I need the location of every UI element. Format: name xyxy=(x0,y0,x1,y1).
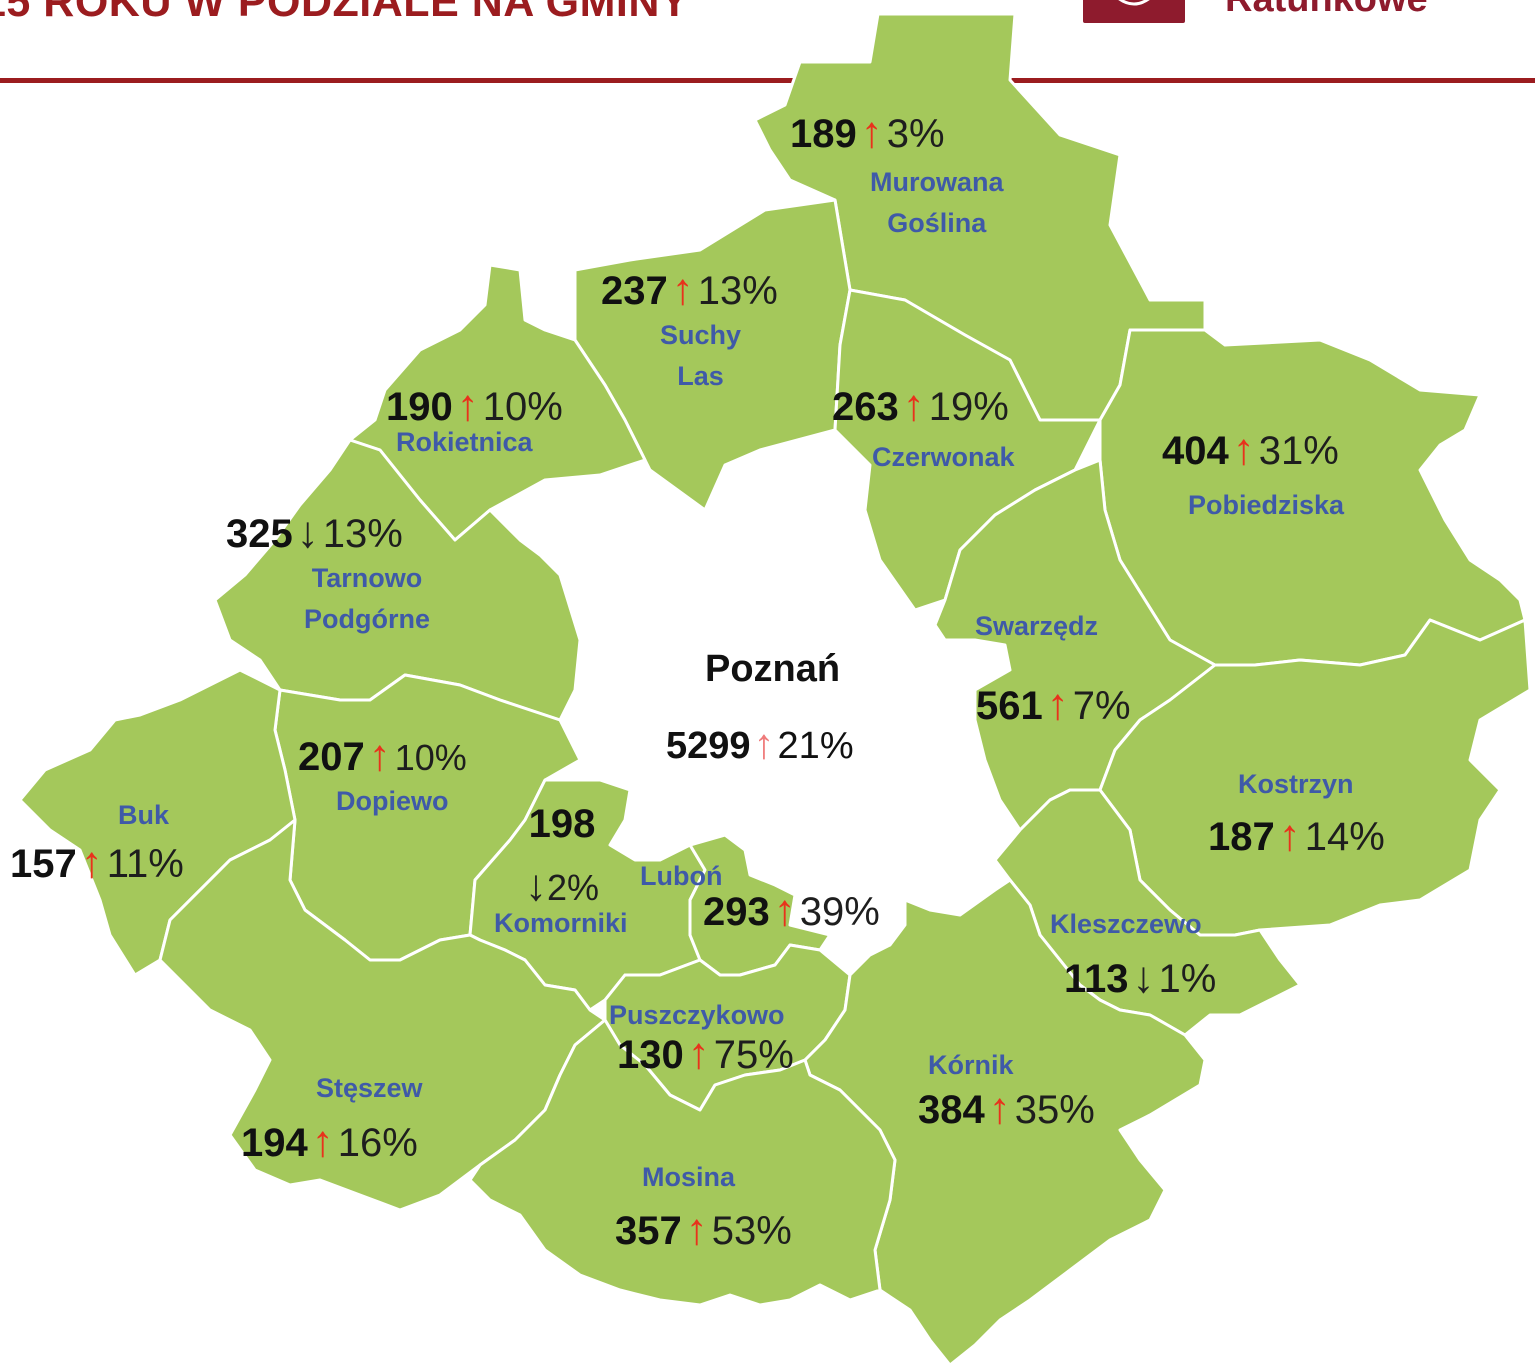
label-lubon: Luboń xyxy=(640,861,723,891)
arrow-down-icon: ↓ xyxy=(525,861,547,910)
arrow-up-icon: ↑ xyxy=(1278,811,1301,860)
arrow-down-icon: ↓ xyxy=(296,508,319,557)
label-murowana-goslina: Murowana Goślina xyxy=(870,167,1004,238)
arrow-up-icon: ↑ xyxy=(860,108,883,157)
arrow-up-icon: ↑ xyxy=(311,1117,334,1166)
arrow-up-icon: ↑ xyxy=(1232,425,1255,474)
label-suchy-las: Suchy Las xyxy=(660,320,742,391)
label-swarzedz: Swarzędz xyxy=(975,611,1099,641)
label-buk: Buk xyxy=(118,800,170,830)
label-mosina: Mosina xyxy=(642,1162,736,1192)
logo-icon xyxy=(1118,0,1150,6)
label-steszew: Stęszew xyxy=(316,1073,423,1103)
stat-murowana-goslina: 189↑3% xyxy=(790,108,945,157)
label-komorniki: Komorniki xyxy=(494,908,628,938)
arrow-up-icon: ↑ xyxy=(773,886,796,935)
logo-badge xyxy=(1083,0,1185,23)
region-mosina xyxy=(468,1018,897,1307)
label-kornik: Kórnik xyxy=(928,1050,1014,1080)
stat-puszczykowo: 130↑75% xyxy=(617,1029,794,1078)
arrow-up-icon: ↑ xyxy=(902,381,925,430)
stat-mosina: 357↑53% xyxy=(615,1205,792,1254)
page-title: 15 ROKU W PODZIALE NA GMINY xyxy=(0,0,690,26)
arrow-up-icon: ↑ xyxy=(687,1029,710,1078)
arrow-up-icon: ↑ xyxy=(753,720,775,767)
header-divider xyxy=(0,78,1535,83)
label-kleszczewo: Kleszczewo xyxy=(1050,909,1202,939)
label-dopiewo: Dopiewo xyxy=(336,786,449,816)
stat-dopiewo: 207↑10% xyxy=(298,731,467,780)
stat-komorniki: 198 ↓2% xyxy=(525,802,600,910)
arrow-up-icon: ↑ xyxy=(368,731,391,780)
label-puszczykowo: Puszczykowo xyxy=(609,1000,785,1030)
arrow-up-icon: ↑ xyxy=(988,1084,1011,1133)
logo-text: Ratunkowe xyxy=(1225,0,1428,21)
stat-kleszczewo: 113↓1% xyxy=(1064,953,1217,1002)
label-tarnowo-podgorne: Tarnowo Podgórne xyxy=(304,563,430,634)
arrow-up-icon: ↑ xyxy=(456,381,479,430)
label-pobiedziska: Pobiedziska xyxy=(1188,490,1345,520)
stat-pobiedziska: 404↑31% xyxy=(1162,425,1339,474)
stat-tarnowo-podgorne: 325↓13% xyxy=(226,508,403,557)
stat-swarzedz: 561↑7% xyxy=(976,680,1131,729)
label-rokietnica: Rokietnica xyxy=(396,427,533,457)
stat-suchy-las: 237↑13% xyxy=(601,265,778,314)
stat-lubon: 293↑39% xyxy=(703,886,880,935)
center-city-name: Poznań xyxy=(705,648,841,690)
arrow-up-icon: ↑ xyxy=(1046,680,1069,729)
label-czerwonak: Czerwonak xyxy=(872,442,1015,472)
label-kostrzyn: Kostrzyn xyxy=(1238,769,1354,799)
arrow-up-icon: ↑ xyxy=(80,838,103,887)
stat-buk: 157↑11% xyxy=(10,838,184,887)
stat-kostrzyn: 187↑14% xyxy=(1208,811,1385,860)
stat-czerwonak: 263↑19% xyxy=(832,381,1009,430)
stat-steszew: 194↑16% xyxy=(241,1117,418,1166)
stat-rokietnica: 190↑10% xyxy=(386,381,563,430)
stat-kornik: 384↑35% xyxy=(918,1084,1095,1133)
arrow-down-icon: ↓ xyxy=(1132,953,1155,1002)
arrow-up-icon: ↑ xyxy=(671,265,694,314)
region-buk xyxy=(18,668,297,977)
stat-center-city: 5299↑21% xyxy=(666,720,854,767)
arrow-up-icon: ↑ xyxy=(685,1205,708,1254)
